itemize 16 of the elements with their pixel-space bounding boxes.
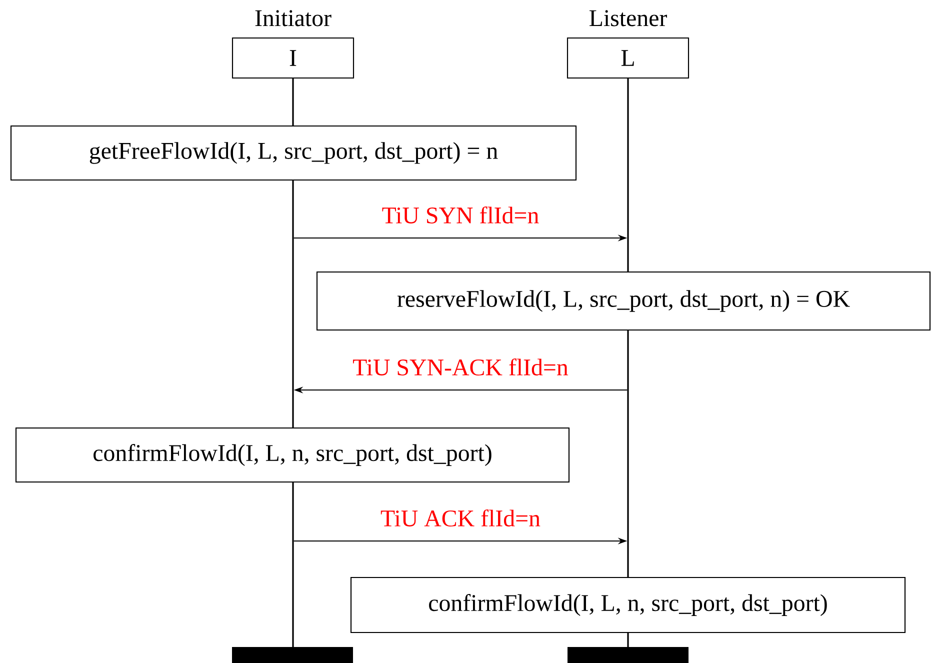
participant-name: Initiator — [255, 10, 332, 26]
message-label: TiU ACK flId=n — [379, 508, 542, 528]
participant-box: I — [232, 37, 354, 79]
participant-name: Listener — [590, 10, 667, 26]
message-label: TiU SYN flId=n — [380, 205, 541, 225]
lifeline — [292, 482, 294, 647]
lifeline — [627, 633, 629, 647]
action-box: getFreeFlowId(I, L, src_port, dst_port) = n — [10, 125, 577, 181]
lifeline-end-bar — [232, 647, 353, 663]
action-box: confirmFlowId(I, L, n, src_port, dst_port) — [15, 427, 570, 483]
action-box: reserveFlowId(I, L, src_port, dst_port, n) = OK — [316, 271, 931, 331]
action-box: confirmFlowId(I, L, n, src_port, dst_port) — [350, 576, 906, 634]
lifeline — [292, 78, 294, 126]
lifeline-end-bar — [568, 647, 688, 663]
message-label: TiU SYN-ACK flId=n — [351, 357, 570, 377]
participant-box: L — [566, 37, 690, 79]
